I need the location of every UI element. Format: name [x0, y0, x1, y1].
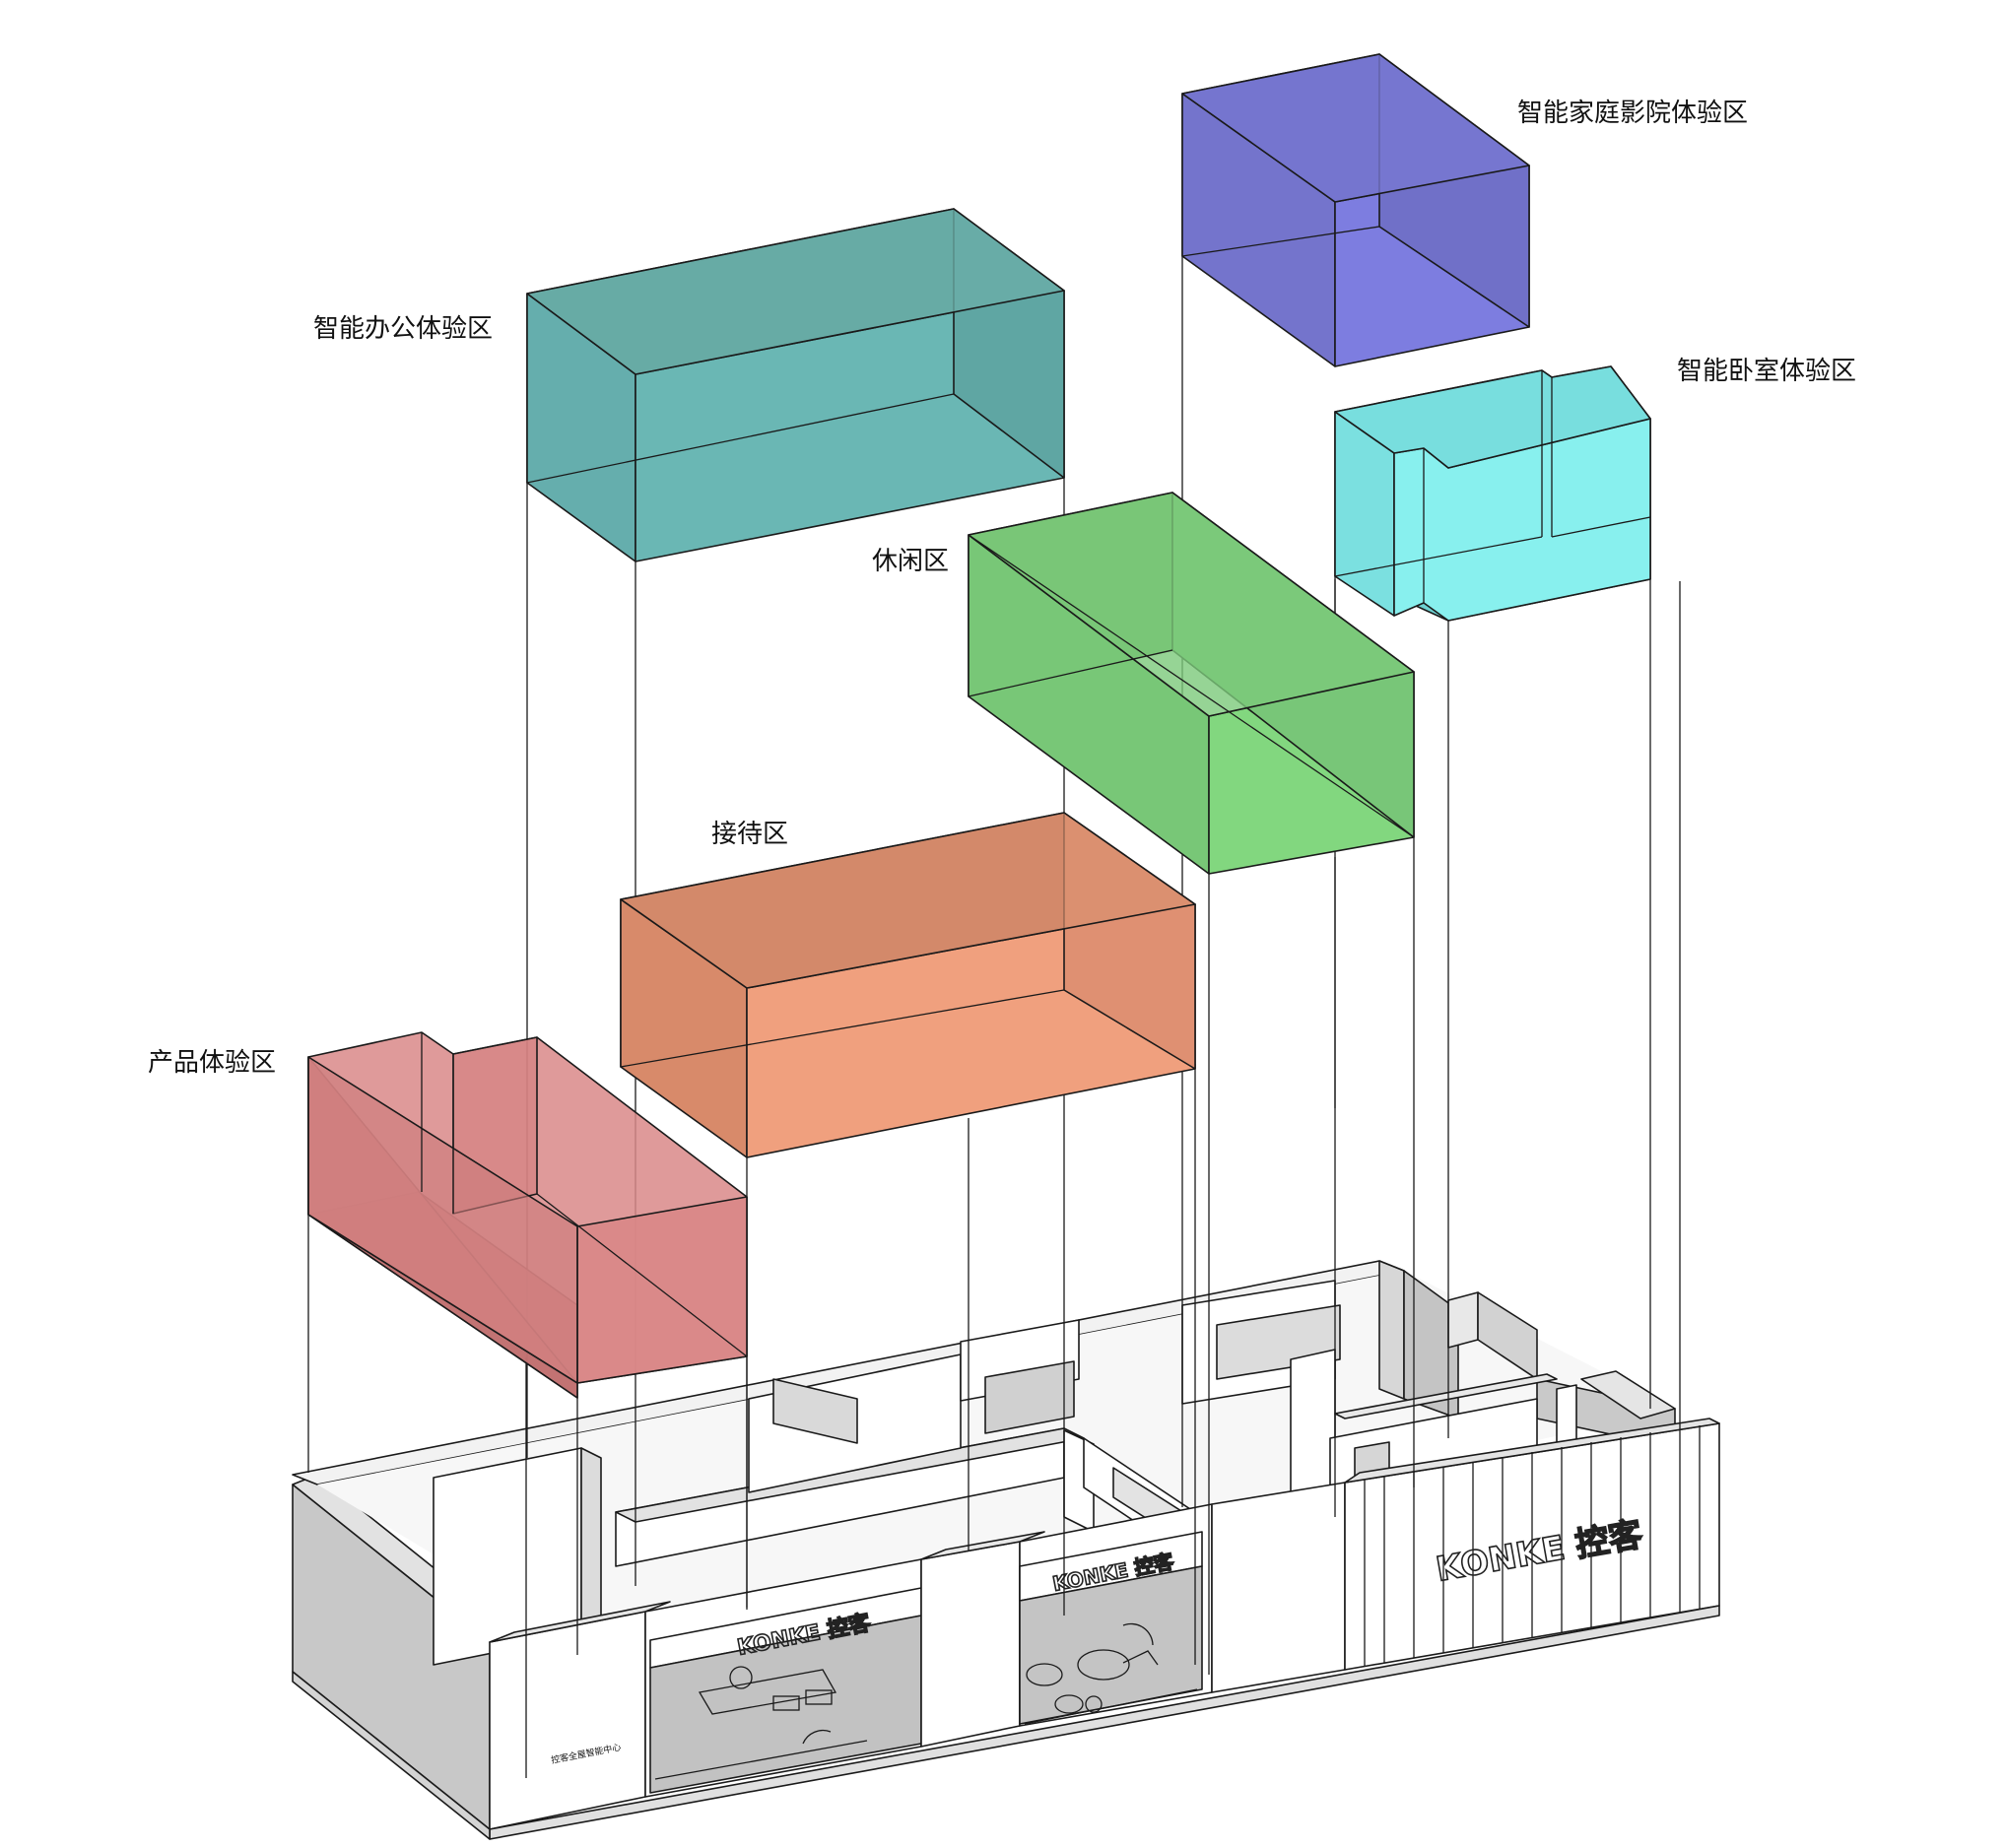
label-office: 智能办公体验区 [313, 314, 493, 344]
zone-reception-volume [620, 812, 1196, 1158]
label-leisure: 休闲区 [872, 547, 949, 576]
label-cinema: 智能家庭影院体验区 [1517, 99, 1748, 128]
furniture [654, 1622, 1198, 1780]
zone-office-volume [526, 208, 1065, 562]
zone-cinema-volume [1181, 53, 1530, 367]
zone-leisure-volume [968, 492, 1415, 875]
label-product: 产品体验区 [148, 1048, 276, 1078]
zone-product-volume [307, 1031, 748, 1399]
zone-bedroom-volume [1334, 365, 1651, 622]
front-plaque-wall [489, 1611, 646, 1830]
label-bedroom: 智能卧室体验区 [1677, 357, 1856, 386]
label-reception: 接待区 [711, 820, 788, 849]
facade-flutes [1364, 1425, 1701, 1667]
zone-labels: 产品体验区 接待区 智能办公体验区 休闲区 智能家庭影院体验区 智能卧室体验区 [148, 99, 1856, 1078]
